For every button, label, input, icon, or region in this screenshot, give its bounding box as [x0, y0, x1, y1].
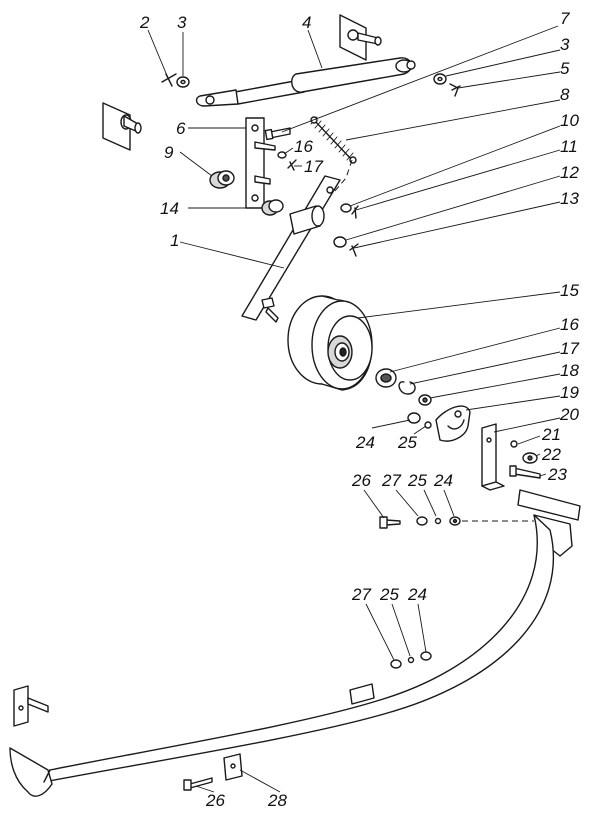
callout-15: 15: [560, 281, 579, 300]
callout-5: 5: [560, 59, 570, 78]
cotter-11: [351, 205, 359, 219]
callout-16b: 16: [560, 315, 579, 334]
snap-ring-17: [398, 381, 416, 395]
callout-12: 12: [560, 163, 579, 182]
cotter-pin-2: [161, 73, 177, 87]
callout-27b: 27: [351, 585, 371, 604]
callout-25c: 25: [379, 585, 399, 604]
callout-24a: 24: [355, 433, 375, 452]
lower-left-bracket: [13, 685, 49, 727]
callout-23: 23: [547, 465, 567, 484]
callout-26b: 26: [205, 791, 225, 810]
washer-18: [418, 394, 432, 406]
callout-3b: 3: [560, 35, 570, 54]
upper-mount-plate: [339, 14, 382, 61]
bolt-7: [264, 127, 291, 141]
washer-10: [340, 203, 352, 213]
cam-plate-19: [435, 405, 471, 442]
nut-24-upper: [449, 516, 461, 526]
callout-25a: 25: [397, 433, 417, 452]
bolt-23: [509, 465, 541, 479]
leader-lines: [147, 25, 561, 793]
callout-9: 9: [164, 143, 174, 162]
washer-25-lower: [407, 656, 415, 664]
callout-6: 6: [176, 119, 186, 138]
left-mount-plate: [102, 102, 142, 151]
frame-rail-28: [9, 489, 581, 797]
washer-16-upper: [277, 151, 287, 159]
bolt-26-lower: [183, 777, 213, 791]
cotter-13: [349, 243, 359, 257]
bushing-14: [261, 199, 284, 216]
callout-7: 7: [560, 9, 570, 28]
cotter-17-upper: [287, 159, 297, 171]
callout-3: 3: [177, 13, 187, 32]
washer-3-left: [176, 76, 190, 88]
nut-22: [522, 452, 538, 464]
callout-24c: 24: [407, 585, 427, 604]
bearing-16: [375, 368, 397, 388]
washer-25-mid: [424, 421, 432, 429]
callout-28: 28: [267, 791, 287, 810]
pulley-15: [287, 295, 373, 391]
callout-27a: 27: [381, 471, 401, 490]
callout-22: 22: [541, 445, 561, 464]
callout-8: 8: [560, 85, 570, 104]
bolt-26-upper: [379, 516, 401, 529]
spring-connection-line: [333, 159, 353, 193]
callout-25b: 25: [407, 471, 427, 490]
washer-21: [510, 440, 518, 448]
callout-4: 4: [302, 13, 311, 32]
bushing-9: [209, 170, 235, 189]
callout-21: 21: [541, 425, 561, 444]
callout-17a: 17: [304, 157, 323, 176]
callout-19: 19: [560, 383, 579, 402]
nut-27-upper: [416, 516, 428, 526]
callout-11: 11: [560, 137, 578, 156]
callout-1: 1: [170, 231, 179, 250]
callout-18: 18: [560, 361, 579, 380]
washer-25-upper: [434, 517, 442, 525]
callout-14: 14: [160, 199, 179, 218]
callout-2: 2: [139, 13, 150, 32]
bracket-plate-6: [245, 117, 276, 209]
lever-arm-1: [241, 175, 341, 323]
nut-24-lower: [420, 651, 432, 661]
callout-10: 10: [560, 111, 579, 130]
nut-24-mid: [407, 412, 421, 424]
callout-13: 13: [560, 189, 579, 208]
cotter-pin-5: [449, 83, 461, 97]
callout-26a: 26: [351, 471, 371, 490]
callout-16a: 16: [294, 137, 313, 156]
washer-12: [333, 236, 347, 248]
nut-27-lower: [390, 659, 402, 669]
callout-20: 20: [559, 405, 579, 424]
callout-17b: 17: [560, 339, 579, 358]
angle-bracket-20: [481, 423, 505, 491]
callout-24b: 24: [433, 471, 453, 490]
washer-3-right: [433, 73, 447, 85]
hydraulic-cylinder: [195, 57, 416, 107]
callout-labels: 2 3 4 7 3 5 8 6 16 10 9 17 11 12 14 13 1…: [139, 9, 579, 810]
